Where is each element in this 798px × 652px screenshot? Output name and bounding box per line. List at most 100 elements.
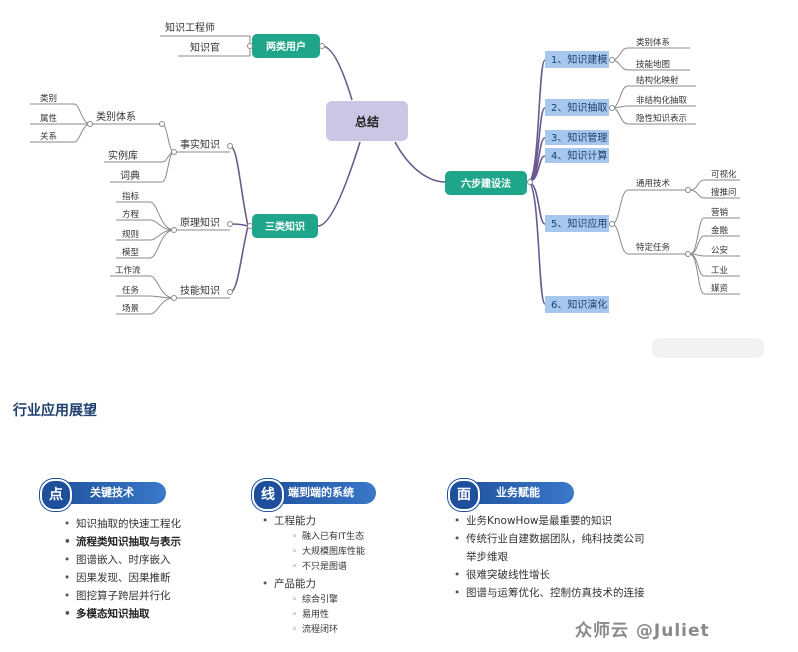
step-5-label: 5、知识应用 — [551, 217, 607, 230]
line-list: 工程能力 融入已有IT生态 大规模图库性能 不只是图谱 产品能力 综合引擎 易用… — [262, 512, 365, 638]
instance-base-leaf: 实例库 — [108, 149, 138, 162]
point-badge: 点 — [40, 479, 72, 511]
sub-item: 融入已有IT生态 — [292, 530, 365, 545]
principle-knowledge-branch: 原理知识 指标 方程 规则 模型 — [116, 191, 230, 259]
line-heading-pill: 线 端到端的系统 — [252, 479, 376, 511]
step2-implicit-knowledge: 隐性知识表示 — [636, 113, 687, 124]
sub-item: 易用性 — [292, 608, 365, 623]
sub-list: 综合引擎 易用性 流程闭环 — [274, 593, 365, 638]
list-item: 举步维艰 — [466, 551, 508, 563]
category-leaf: 类别 — [40, 93, 57, 104]
sub-item: 大规模图库性能 — [292, 545, 365, 560]
step-5 — [545, 215, 609, 232]
search-recommend-qa-leaf: 搜推问 — [711, 187, 737, 198]
user-knowledge-engineer: 知识工程师 — [165, 21, 215, 34]
media-assets-leaf: 媒资 — [711, 283, 729, 294]
connector-steps-items — [527, 59, 546, 305]
list-item: 流程类知识抽取与表示 — [64, 533, 181, 551]
task-leaf: 任务 — [122, 285, 140, 296]
police-leaf: 公安 — [711, 245, 728, 256]
connector-center-users — [321, 45, 353, 101]
skill-knowledge-branch: 技能知识 工作流 任务 场景 — [110, 265, 230, 315]
list-item: 业务KnowHow是最重要的知识 — [454, 512, 645, 530]
step1-skill-map: 技能地图 — [636, 59, 670, 70]
list-item: 图谱与运筹优化、控制仿真技术的连接 — [454, 584, 645, 602]
connector-knowledge-fact — [229, 145, 249, 227]
sub-item: 流程闭环 — [292, 623, 365, 638]
user-knowledge-officer: 知识官 — [190, 41, 220, 54]
step-2 — [545, 99, 609, 116]
scene-leaf: 场景 — [122, 304, 139, 314]
skill-knowledge-label: 技能知识 — [180, 284, 220, 297]
metric-leaf: 指标 — [122, 191, 140, 202]
surface-badge: 面 — [448, 479, 480, 511]
step-3-label: 3、知识管理 — [551, 131, 607, 144]
workflow-leaf: 工作流 — [115, 265, 141, 276]
sub-list: 融入已有IT生态 大规模图库性能 不只是图谱 — [274, 530, 365, 575]
connector-center-knowledge — [317, 141, 361, 227]
finance-leaf: 金融 — [711, 225, 729, 236]
list-item: 工程能力 融入已有IT生态 大规模图库性能 不只是图谱 — [262, 512, 365, 575]
surface-heading-pill: 面 业务赋能 — [448, 479, 574, 511]
list-item: 产品能力 综合引擎 易用性 流程闭环 — [262, 575, 365, 638]
blurred-area — [652, 338, 764, 358]
surface-list: 业务KnowHow是最重要的知识 传统行业自建数据团队，纯科技类公司 举步维艰 … — [454, 512, 645, 602]
list-item: 多模态知识抽取 — [64, 605, 181, 623]
dictionary-leaf: 词典 — [120, 169, 140, 182]
section-title: 行业应用展望 — [13, 403, 97, 419]
industry-outlook-section: 行业应用展望 点 关键技术 知识抽取的快速工程化 流程类知识抽取与表示 图谱嵌入… — [0, 338, 798, 652]
list-item: 知识抽取的快速工程化 — [64, 515, 181, 533]
visualization-leaf: 可视化 — [711, 169, 737, 180]
connector-knowledge-skill — [229, 225, 249, 293]
step-3 — [545, 130, 609, 145]
general-tech-label: 通用技术 — [636, 178, 671, 189]
step-4 — [545, 148, 609, 163]
step2-unstructured-extraction: 非结构化抽取 — [636, 95, 688, 106]
step-6-label: 6、知识演化 — [551, 298, 607, 311]
center-node — [326, 101, 408, 141]
point-list: 知识抽取的快速工程化 流程类知识抽取与表示 图谱嵌入、时序嵌入 因果发现、因果推… — [64, 515, 181, 623]
point-heading: 关键技术 — [90, 486, 134, 499]
connector-center-steps — [394, 141, 446, 183]
surface-heading: 业务赋能 — [496, 486, 540, 499]
step1-category-system: 类别体系 — [636, 37, 670, 48]
specific-task-label: 特定任务 — [636, 242, 671, 253]
users-branch: 知识工程师 知识官 两类用户 — [160, 21, 320, 58]
knowledge-node — [252, 214, 318, 238]
steps-node-label: 六步建设法 — [461, 177, 511, 190]
step-4-label: 4、知识计算 — [551, 149, 607, 162]
sub-item: 不只是图谱 — [292, 560, 365, 575]
marketing-leaf: 营销 — [711, 207, 729, 218]
fact-knowledge-branch: 事实知识 类别体系 类别 属性 关系 实例库 词典 — [30, 93, 230, 183]
fact-knowledge-label: 事实知识 — [180, 138, 220, 151]
point-heading-pill: 点 关键技术 — [40, 479, 166, 511]
watermark: 众师云 @Juliet — [575, 621, 710, 641]
center-node-label: 总结 — [355, 114, 379, 129]
relation-leaf: 关系 — [40, 131, 57, 142]
list-item: 图谱嵌入、时序嵌入 — [64, 551, 181, 569]
step-1-label: 1、知识建模 — [551, 53, 607, 66]
line-badge: 线 — [252, 479, 284, 511]
knowledge-node-label: 三类知识 — [265, 220, 305, 233]
step-2-label: 2、知识抽取 — [551, 101, 607, 114]
users-node — [252, 34, 320, 58]
users-node-label: 两类用户 — [266, 40, 306, 53]
step-items: 1、知识建模 2、知识抽取 3、知识管理 4、知识计算 5、知识应用 6、知识演… — [545, 51, 609, 313]
attribute-leaf: 属性 — [40, 113, 58, 124]
model-leaf: 模型 — [122, 247, 140, 258]
steps-node — [445, 171, 527, 195]
list-item: 很难突破线性增长 — [454, 566, 645, 584]
list-item: 因果发现、因果推断 — [64, 569, 181, 587]
connector-dots — [87, 43, 691, 301]
list-item: 图挖算子跨层并行化 — [64, 587, 181, 605]
equation-leaf: 方程 — [122, 209, 140, 220]
sub-item: 综合引擎 — [292, 593, 365, 608]
step-1 — [545, 51, 609, 68]
line-heading: 端到端的系统 — [288, 486, 354, 499]
rule-leaf: 规则 — [122, 229, 139, 240]
principle-knowledge-label: 原理知识 — [180, 216, 220, 229]
step-6 — [545, 296, 609, 313]
category-system-label: 类别体系 — [96, 110, 136, 123]
industry-leaf: 工业 — [711, 265, 728, 276]
